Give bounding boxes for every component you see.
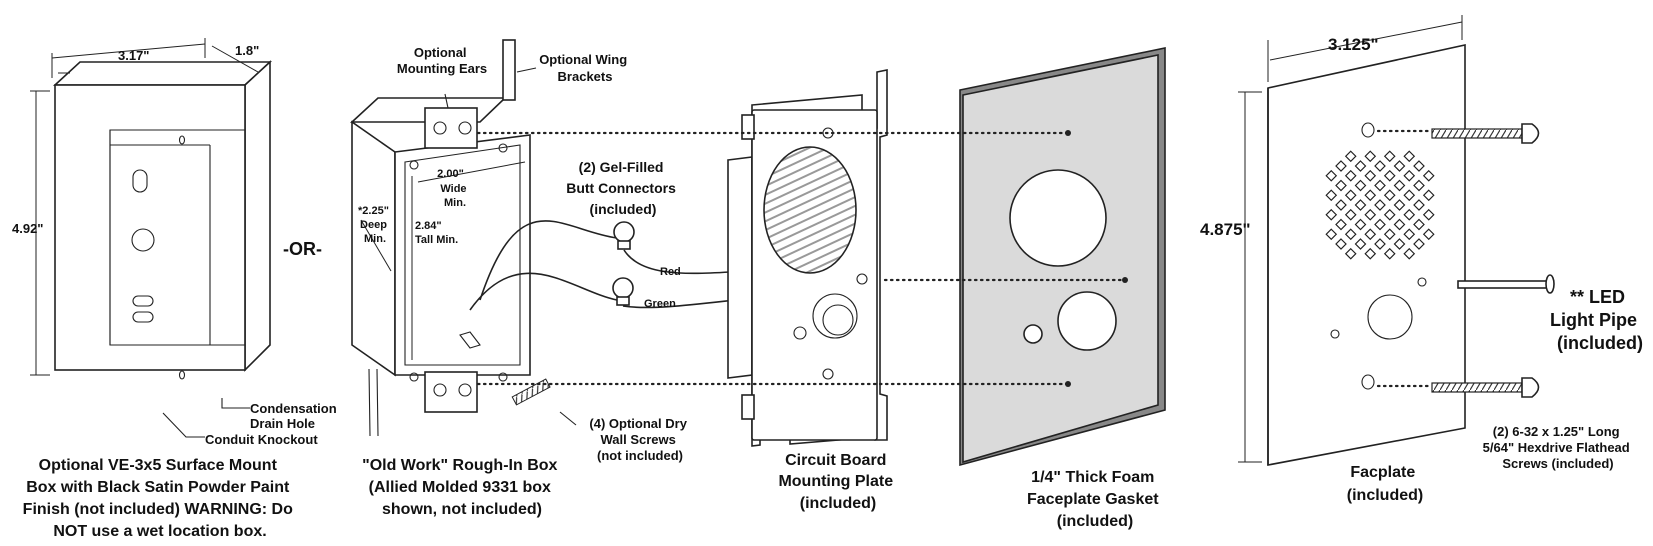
grille-hole bbox=[1403, 150, 1416, 163]
grille-hole bbox=[1364, 189, 1377, 202]
grille-hole bbox=[1335, 179, 1347, 192]
foam-faceplate-gasket bbox=[959, 47, 1166, 467]
grille-hole bbox=[1422, 169, 1435, 182]
grille-hole bbox=[1374, 218, 1386, 231]
surface-box-caption: Optional VE-3x5 Surface Mount Box with B… bbox=[23, 457, 298, 540]
grille-hole bbox=[1383, 208, 1396, 221]
grille-hole bbox=[1354, 179, 1367, 192]
faceplate-screws-callout: (2) 6-32 x 1.25" Long 5/64" Hexdrive Fla… bbox=[1483, 424, 1634, 471]
grille-hole bbox=[1325, 208, 1338, 221]
grille-hole bbox=[1422, 189, 1435, 202]
grille-hole bbox=[1344, 189, 1357, 202]
wing-brackets-callout: Optional Wing Brackets bbox=[539, 52, 631, 84]
surface-mount-box bbox=[30, 38, 273, 438]
grille-hole bbox=[1374, 160, 1386, 172]
surface-box-width-dim: 3.17" bbox=[118, 48, 149, 63]
grille-hole bbox=[1364, 208, 1377, 221]
grille-hole bbox=[1413, 199, 1425, 211]
faceplate bbox=[1238, 15, 1466, 466]
tall-min-dim: 2.84" Tall Min. bbox=[415, 220, 458, 246]
red-wire-label: Red bbox=[660, 266, 681, 278]
grille-hole bbox=[1393, 238, 1406, 250]
grille-hole bbox=[1383, 169, 1396, 182]
grille-hole bbox=[1364, 169, 1377, 182]
grille-hole bbox=[1403, 169, 1416, 182]
grille-hole bbox=[1383, 189, 1396, 202]
faceplate-caption: Facplate (included) bbox=[1347, 464, 1423, 504]
grille-hole bbox=[1354, 199, 1367, 211]
faceplate-width-dim: 3.125" bbox=[1328, 35, 1379, 54]
grille-hole bbox=[1325, 169, 1338, 182]
grille-hole bbox=[1364, 150, 1377, 163]
grille-hole bbox=[1335, 218, 1347, 231]
drain-hole-callout: Condensation Drain Hole bbox=[250, 401, 340, 431]
grille-hole bbox=[1413, 218, 1425, 231]
grille-hole bbox=[1354, 160, 1367, 172]
butt-connectors bbox=[612, 221, 736, 309]
surface-box-depth-dim: 1.8" bbox=[235, 43, 259, 58]
grille-hole bbox=[1335, 199, 1347, 211]
circuit-plate-caption: Circuit Board Mounting Plate (included) bbox=[778, 452, 897, 512]
mounting-ears-callout: Optional Mounting Ears bbox=[397, 45, 487, 76]
grille-hole bbox=[1403, 208, 1416, 221]
or-label: -OR- bbox=[283, 239, 322, 259]
grille-hole bbox=[1344, 208, 1357, 221]
grille-hole bbox=[1374, 238, 1386, 250]
green-wire-label: Green bbox=[644, 298, 676, 310]
grille-hole bbox=[1344, 228, 1357, 241]
drywall-screws-callout: (4) Optional Dry Wall Screws (not includ… bbox=[589, 416, 690, 463]
grille-hole bbox=[1364, 228, 1377, 241]
grille-hole bbox=[1393, 199, 1406, 211]
gasket-caption: 1/4" Thick Foam Faceplate Gasket (includ… bbox=[1027, 469, 1163, 530]
grille-hole bbox=[1393, 218, 1406, 231]
rough-in-box-caption: "Old Work" Rough-In Box (Allied Molded 9… bbox=[362, 457, 562, 518]
grille-hole bbox=[1374, 199, 1386, 211]
grille-hole bbox=[1403, 247, 1416, 260]
grille-hole bbox=[1344, 247, 1357, 260]
surface-box-height-dim: 4.92" bbox=[12, 221, 43, 236]
grille-hole bbox=[1422, 228, 1435, 241]
led-light-pipe-callout: ** LED Light Pipe (included) bbox=[1550, 287, 1643, 353]
grille-hole bbox=[1403, 189, 1416, 202]
grille-hole bbox=[1413, 160, 1425, 172]
grille-hole bbox=[1413, 238, 1425, 250]
grille-hole bbox=[1393, 160, 1406, 172]
faceplate-height-dim: 4.875" bbox=[1200, 220, 1251, 239]
grille-hole bbox=[1335, 160, 1347, 172]
grille-hole bbox=[1422, 208, 1435, 221]
grille-hole bbox=[1325, 189, 1338, 202]
circuit-board-mounting-plate bbox=[727, 69, 888, 447]
grille-hole bbox=[1354, 218, 1367, 231]
deep-min-dim: *2.25" Deep Min. bbox=[358, 205, 392, 245]
grille-hole bbox=[1374, 179, 1386, 192]
grille-hole bbox=[1383, 228, 1396, 241]
flathead-screw-bottom bbox=[1431, 377, 1540, 398]
rough-in-box bbox=[349, 39, 618, 437]
led-light-pipe bbox=[1457, 274, 1555, 294]
grille-hole bbox=[1354, 238, 1367, 250]
butt-connectors-callout: (2) Gel-Filled Butt Connectors (included… bbox=[566, 159, 680, 217]
grille-hole bbox=[1335, 238, 1347, 250]
flathead-screw-top bbox=[1431, 123, 1540, 144]
grille-hole bbox=[1393, 179, 1406, 192]
speaker-grille bbox=[1325, 150, 1435, 260]
alignment-lines bbox=[476, 129, 1432, 388]
grille-hole bbox=[1383, 150, 1396, 163]
grille-hole bbox=[1325, 228, 1338, 241]
grille-hole bbox=[1413, 179, 1425, 192]
grille-hole bbox=[1344, 150, 1357, 163]
grille-hole bbox=[1403, 228, 1416, 241]
grille-hole bbox=[1364, 247, 1377, 260]
grille-hole bbox=[1344, 169, 1357, 182]
wide-min-dim: 2.00" Wide Min. bbox=[437, 168, 469, 209]
conduit-knockout-callout: Conduit Knockout bbox=[205, 432, 318, 447]
grille-hole bbox=[1383, 247, 1396, 260]
